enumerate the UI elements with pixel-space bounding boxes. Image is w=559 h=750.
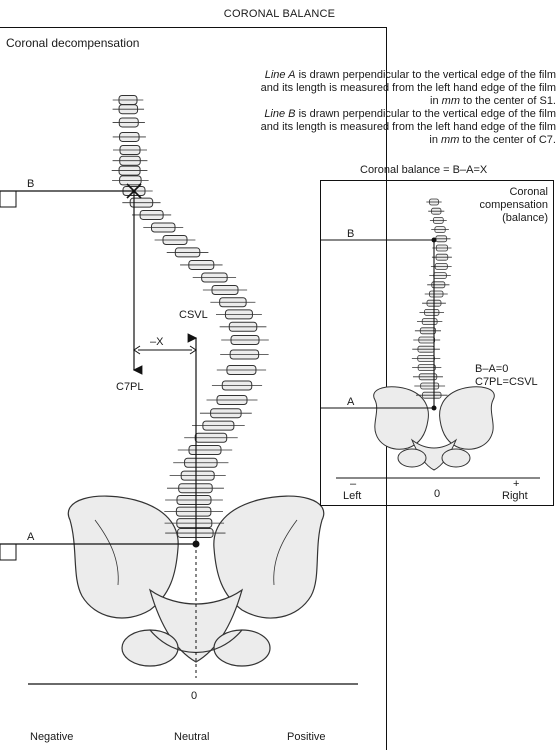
inset-axis-plus: + <box>513 478 520 490</box>
line-a-label: A <box>27 531 35 543</box>
main-axis-zero: 0 <box>191 690 198 702</box>
coronal-balance-formula: Coronal balance = B–A=X <box>360 164 488 176</box>
inset-s1-dot <box>431 405 437 411</box>
line-b-desc-3: in mm to the center of C7. <box>210 134 556 147</box>
neutral-label: Neutral <box>174 731 210 743</box>
line-a-desc-3-post: to the center of S1. <box>459 95 556 107</box>
line-b-desc-3-post: to the center of C7. <box>459 134 556 146</box>
inset-line-b-label: B <box>347 228 355 240</box>
line-b-desc-2: and its length is measured from the left… <box>260 121 556 133</box>
inset-axis-minus: – <box>350 478 357 490</box>
line-b-desc-1-text: is drawn perpendicular to the vertical e… <box>295 108 556 120</box>
line-b-desc-3-pre: in <box>429 134 442 146</box>
line-a-desc-3: in mm to the center of S1. <box>210 95 556 108</box>
line-b-label: B <box>27 178 35 190</box>
inset-equation-2: C7PL=CSVL <box>475 376 538 388</box>
line-a-desc-1-text: is drawn perpendicular to the vertical e… <box>295 69 556 81</box>
inset-c7-dot <box>431 237 437 243</box>
line-b-mm: mm <box>441 134 460 146</box>
inset-panel-frame <box>320 180 554 506</box>
inset-label-2: compensation <box>479 199 549 211</box>
pelvis-illustration <box>67 495 325 667</box>
c7pl-label: C7PL <box>116 381 144 393</box>
inset-line-a-label: A <box>347 396 355 408</box>
description-text: Line A is drawn perpendicular to the ver… <box>210 69 556 147</box>
negative-label: Negative <box>30 731 74 743</box>
s1-center-dot <box>192 540 200 548</box>
line-b-desc-1: Line B is drawn perpendicular to the ver… <box>210 108 556 121</box>
line-a-desc-2: and its length is measured from the left… <box>260 82 556 94</box>
inset-equation-1: B–A=0 <box>475 363 509 375</box>
offset-x-label: –X <box>150 336 164 348</box>
line-b-right-angle <box>0 190 17 208</box>
line-a-mm: mm <box>441 95 460 107</box>
inset-zero-label: 0 <box>434 488 441 500</box>
spine-illustration <box>111 95 269 539</box>
page-title: CORONAL BALANCE <box>223 8 336 20</box>
line-a-desc-1: Line A is drawn perpendicular to the ver… <box>210 69 556 82</box>
inset-label-3: (balance) <box>502 212 548 224</box>
positive-label: Positive <box>287 731 326 743</box>
inset-right-label: Right <box>502 490 528 502</box>
inset-spine-illustration <box>411 198 452 399</box>
inset-pelvis <box>373 386 495 471</box>
line-a-right-angle <box>0 543 17 561</box>
inset-label-1: Coronal <box>509 186 548 198</box>
line-a-desc-3-pre: in <box>430 95 442 107</box>
line-a-term: Line A <box>264 69 296 81</box>
main-panel-label: Coronal decompensation <box>6 36 140 50</box>
line-b-term: Line B <box>264 108 296 120</box>
inset-left-label: Left <box>343 490 362 502</box>
csvl-label: CSVL <box>179 309 208 321</box>
